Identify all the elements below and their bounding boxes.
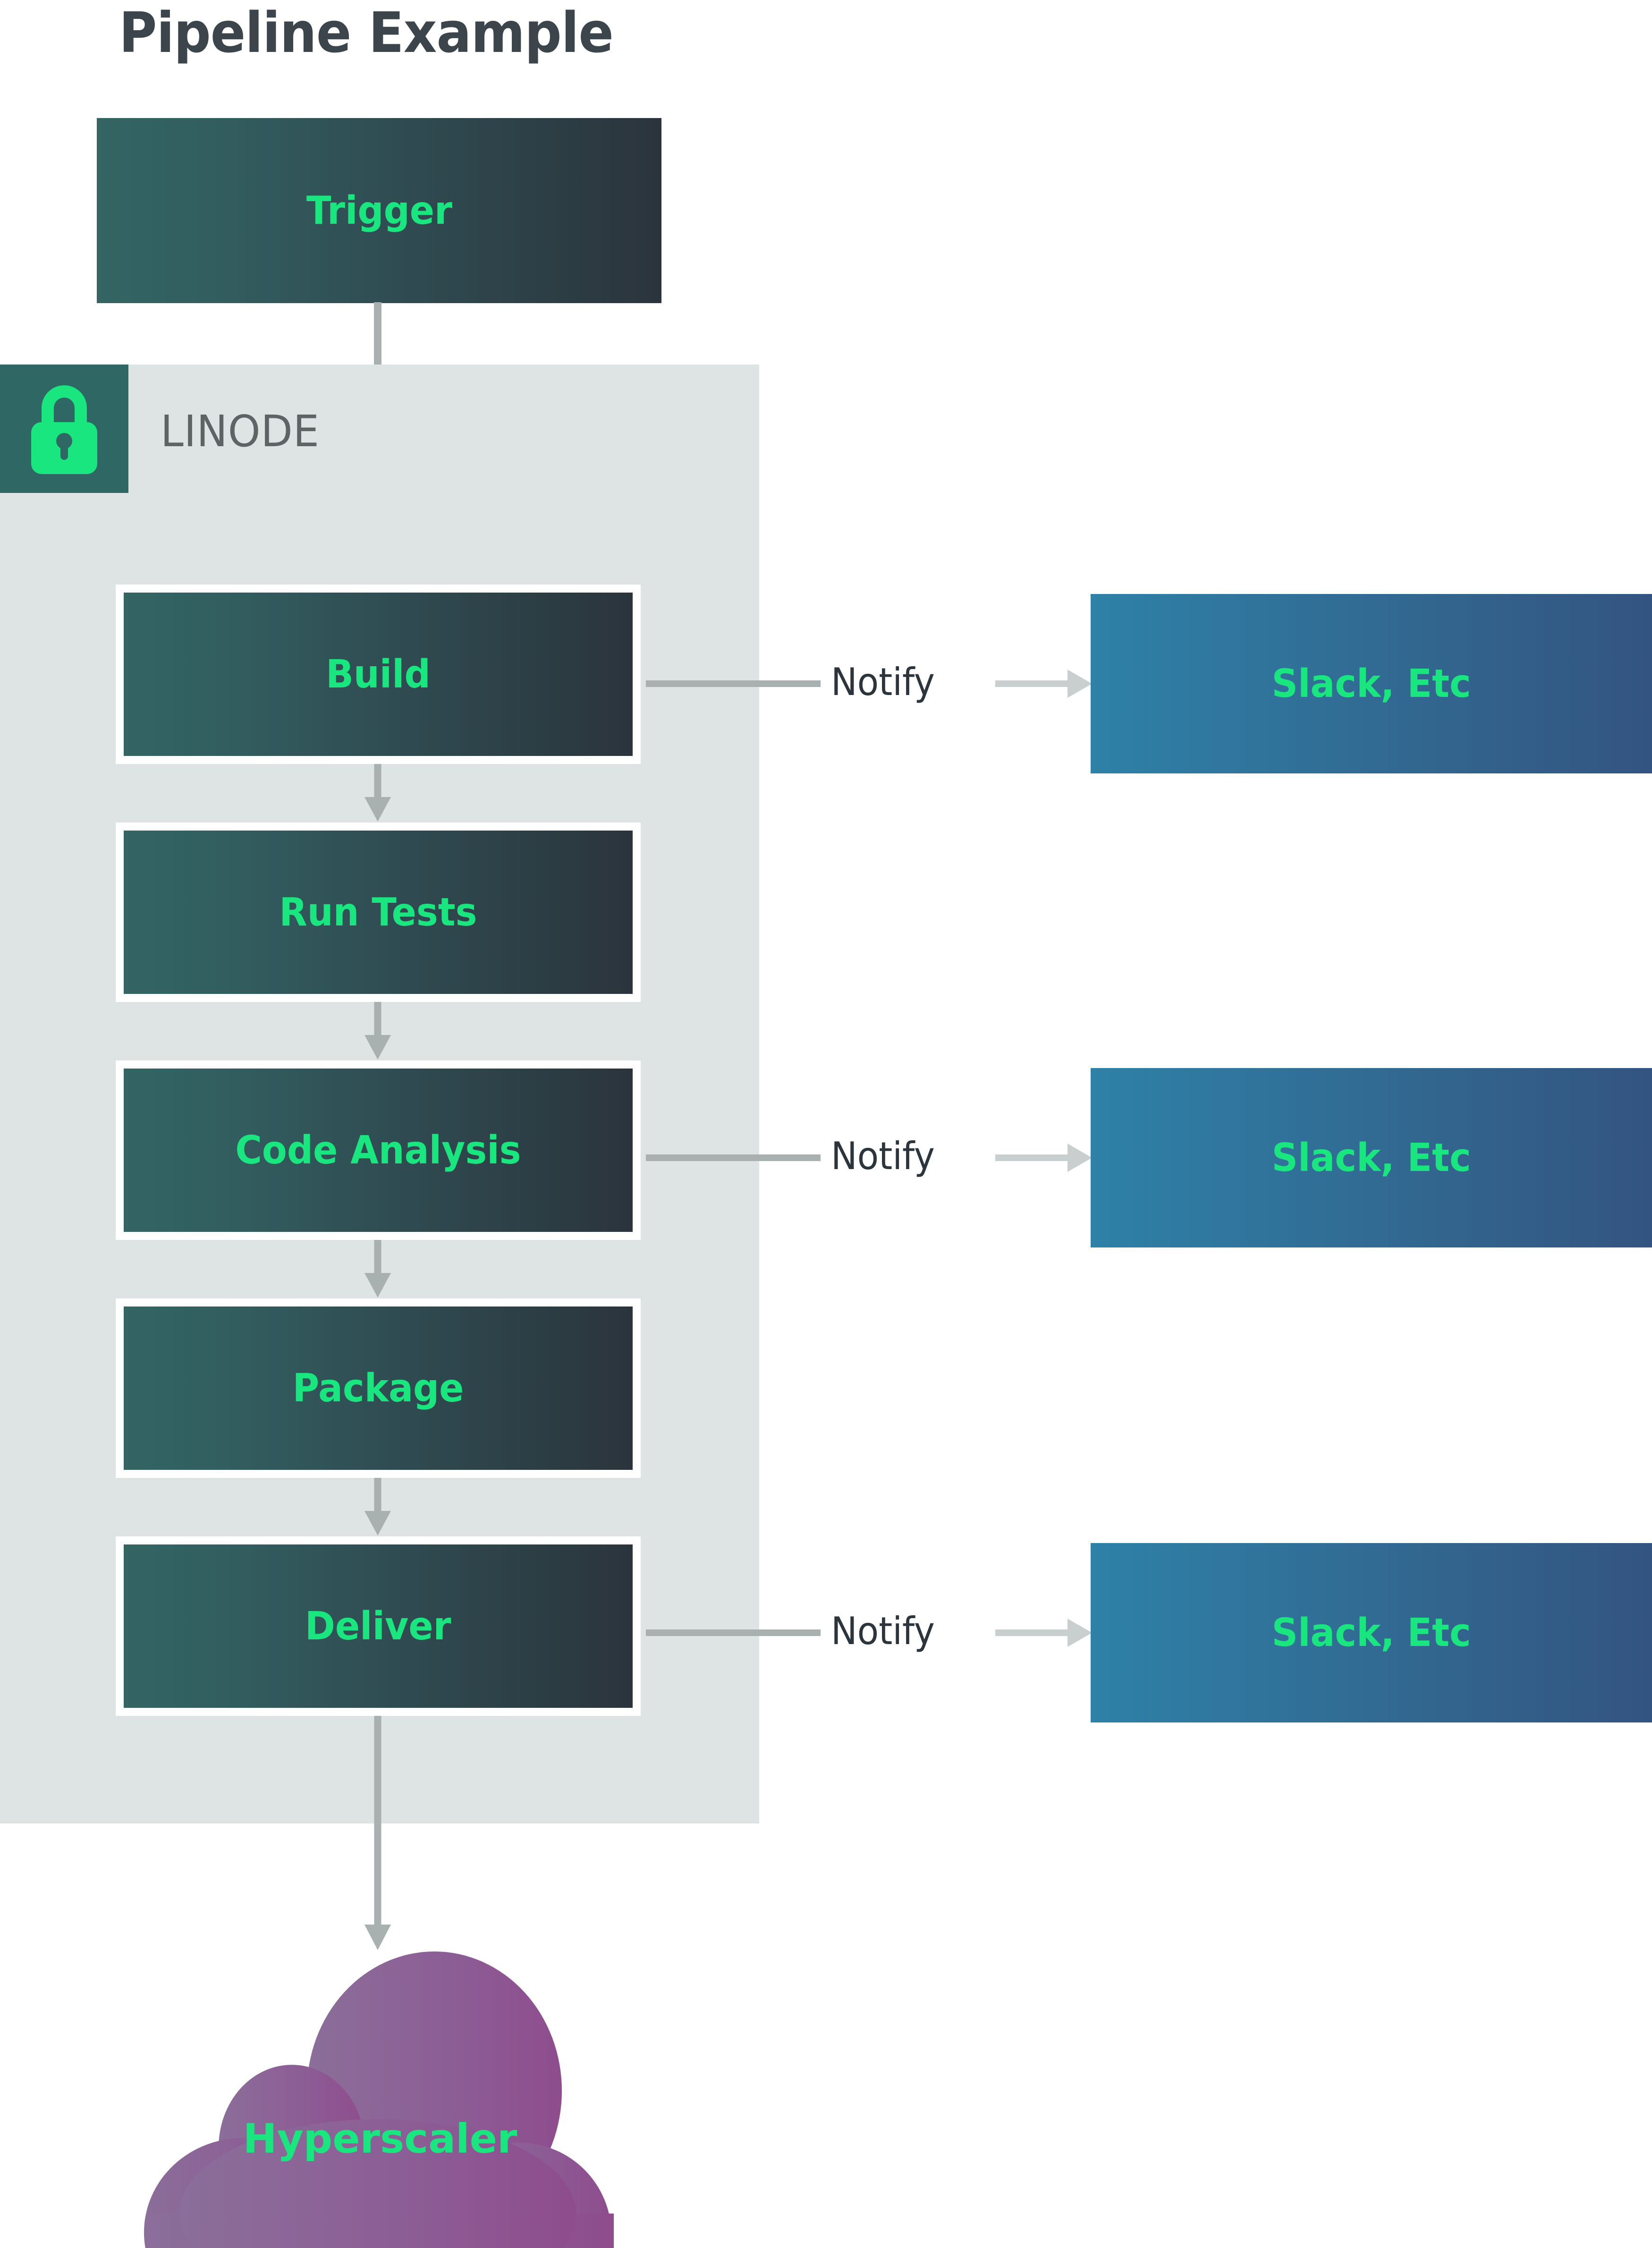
edge-label-notify-1: Notify <box>831 660 935 704</box>
node-build[interactable]: Build <box>116 585 641 764</box>
secure-zone-label: LINODE <box>161 406 320 457</box>
node-slack-3-label: Slack, Etc <box>1271 1610 1471 1655</box>
node-run-tests[interactable]: Run Tests <box>116 823 641 1002</box>
node-slack-1[interactable]: Slack, Etc <box>1091 594 1652 773</box>
node-trigger[interactable]: Trigger <box>97 118 661 303</box>
edge-label-notify-3: Notify <box>831 1609 935 1653</box>
node-code-analysis-label: Code Analysis <box>235 1128 521 1173</box>
node-slack-2-label: Slack, Etc <box>1271 1135 1471 1180</box>
cloud-label: Hyperscaler <box>243 2115 517 2163</box>
cloud-icon[interactable] <box>142 1949 618 2248</box>
lock-icon <box>0 365 128 493</box>
node-trigger-label: Trigger <box>306 188 452 233</box>
node-slack-2[interactable]: Slack, Etc <box>1091 1068 1652 1247</box>
page-title: Pipeline Example <box>119 0 614 65</box>
node-slack-3[interactable]: Slack, Etc <box>1091 1543 1652 1722</box>
node-slack-1-label: Slack, Etc <box>1271 661 1471 706</box>
node-deliver-label: Deliver <box>305 1603 451 1649</box>
node-package[interactable]: Package <box>116 1298 641 1478</box>
edge-label-notify-2: Notify <box>831 1134 935 1178</box>
node-run-tests-label: Run Tests <box>279 890 477 935</box>
node-package-label: Package <box>292 1366 464 1411</box>
node-code-analysis[interactable]: Code Analysis <box>116 1060 641 1240</box>
node-deliver[interactable]: Deliver <box>116 1536 641 1716</box>
node-build-label: Build <box>326 652 431 697</box>
